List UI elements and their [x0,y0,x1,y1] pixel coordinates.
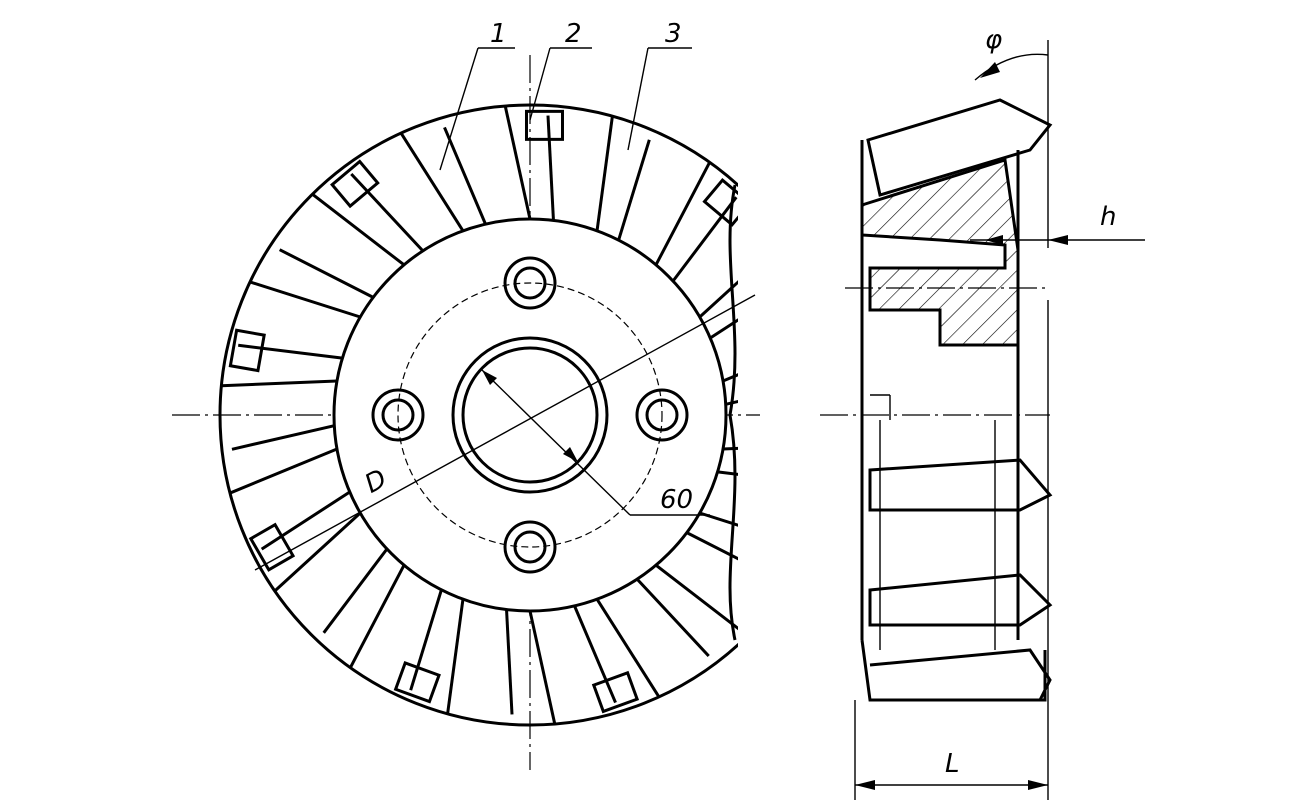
tooth-line [722,373,738,383]
tooth-line [671,196,738,282]
tooth-line [573,605,617,704]
tooth-line [722,446,738,451]
tooth-line [595,115,614,232]
bolt-hole [503,520,557,574]
diameter-D-line [254,294,756,571]
tooth-line [636,578,710,657]
side-view: L h φ [820,25,1145,800]
dim-phi-label: φ [985,25,1002,55]
insert [393,660,441,704]
bore-outer [451,336,609,494]
insert-mid [868,458,1053,512]
insert [330,159,380,209]
bolt-circle [397,282,663,548]
insert [228,328,266,373]
insert [752,550,794,595]
dim-bore-label: 60 [660,485,693,515]
tooth-line [260,490,351,551]
tooth-line [617,139,651,241]
cutter-body-outline [218,103,738,727]
bore-inner [461,346,599,484]
bolt-hole-inner [513,530,547,564]
callout-3: 3 [665,19,682,49]
bolt-hole-inner [513,266,547,300]
tooth-line [528,610,557,725]
tooth-line [278,248,374,299]
hub [332,217,728,613]
tooth-line [446,598,465,715]
tooth-line [409,589,443,691]
tooth-line [595,598,661,698]
tooth-line [231,424,335,451]
insert [702,178,738,227]
tooth-line [311,193,405,267]
insert [801,359,835,399]
bolt-holes [371,256,689,574]
tooth-line [699,511,738,527]
insert [524,109,564,141]
arrow [482,370,497,385]
tooth-line [654,161,711,266]
insert-bottom [869,648,1052,701]
bore-dim-line [481,369,631,516]
tooth-line [505,609,514,715]
tooth-line [503,105,532,220]
dim-phi-arc [974,53,1049,81]
insert [591,670,640,714]
bolt-hole [503,256,557,310]
bolt-hole [371,388,425,442]
tooth-line [238,343,343,360]
tooth-line [546,115,555,221]
tooth-line [350,173,424,252]
bolt-hole-inner [645,398,679,432]
break-line [728,184,737,641]
tooth-line [221,379,338,388]
tooth-line [686,531,738,561]
tooth-line [249,280,361,319]
insert-low [868,573,1053,627]
arrow [563,447,578,462]
callout-1: 1 [490,19,507,49]
bolt-hole-inner [381,398,415,432]
insert [248,522,296,572]
tooth-line [717,470,738,476]
callout-2: 2 [565,19,582,49]
tooth-line [709,318,738,340]
tooth-line [322,548,389,634]
tooth-line [725,399,738,406]
tooth-line [399,132,465,232]
tooth-line [349,564,406,669]
dim-h-label: h [1100,202,1116,232]
bolt-hole [635,388,689,442]
insert-top [866,98,1053,197]
tooth-line [229,447,338,495]
front-view: D 60 1 2 3 [172,19,835,770]
tooth-line [443,126,487,225]
tooth-line [273,511,362,593]
dim-L-label: L [945,749,960,779]
tooth-line [698,280,738,319]
section-hatch [860,158,1020,347]
